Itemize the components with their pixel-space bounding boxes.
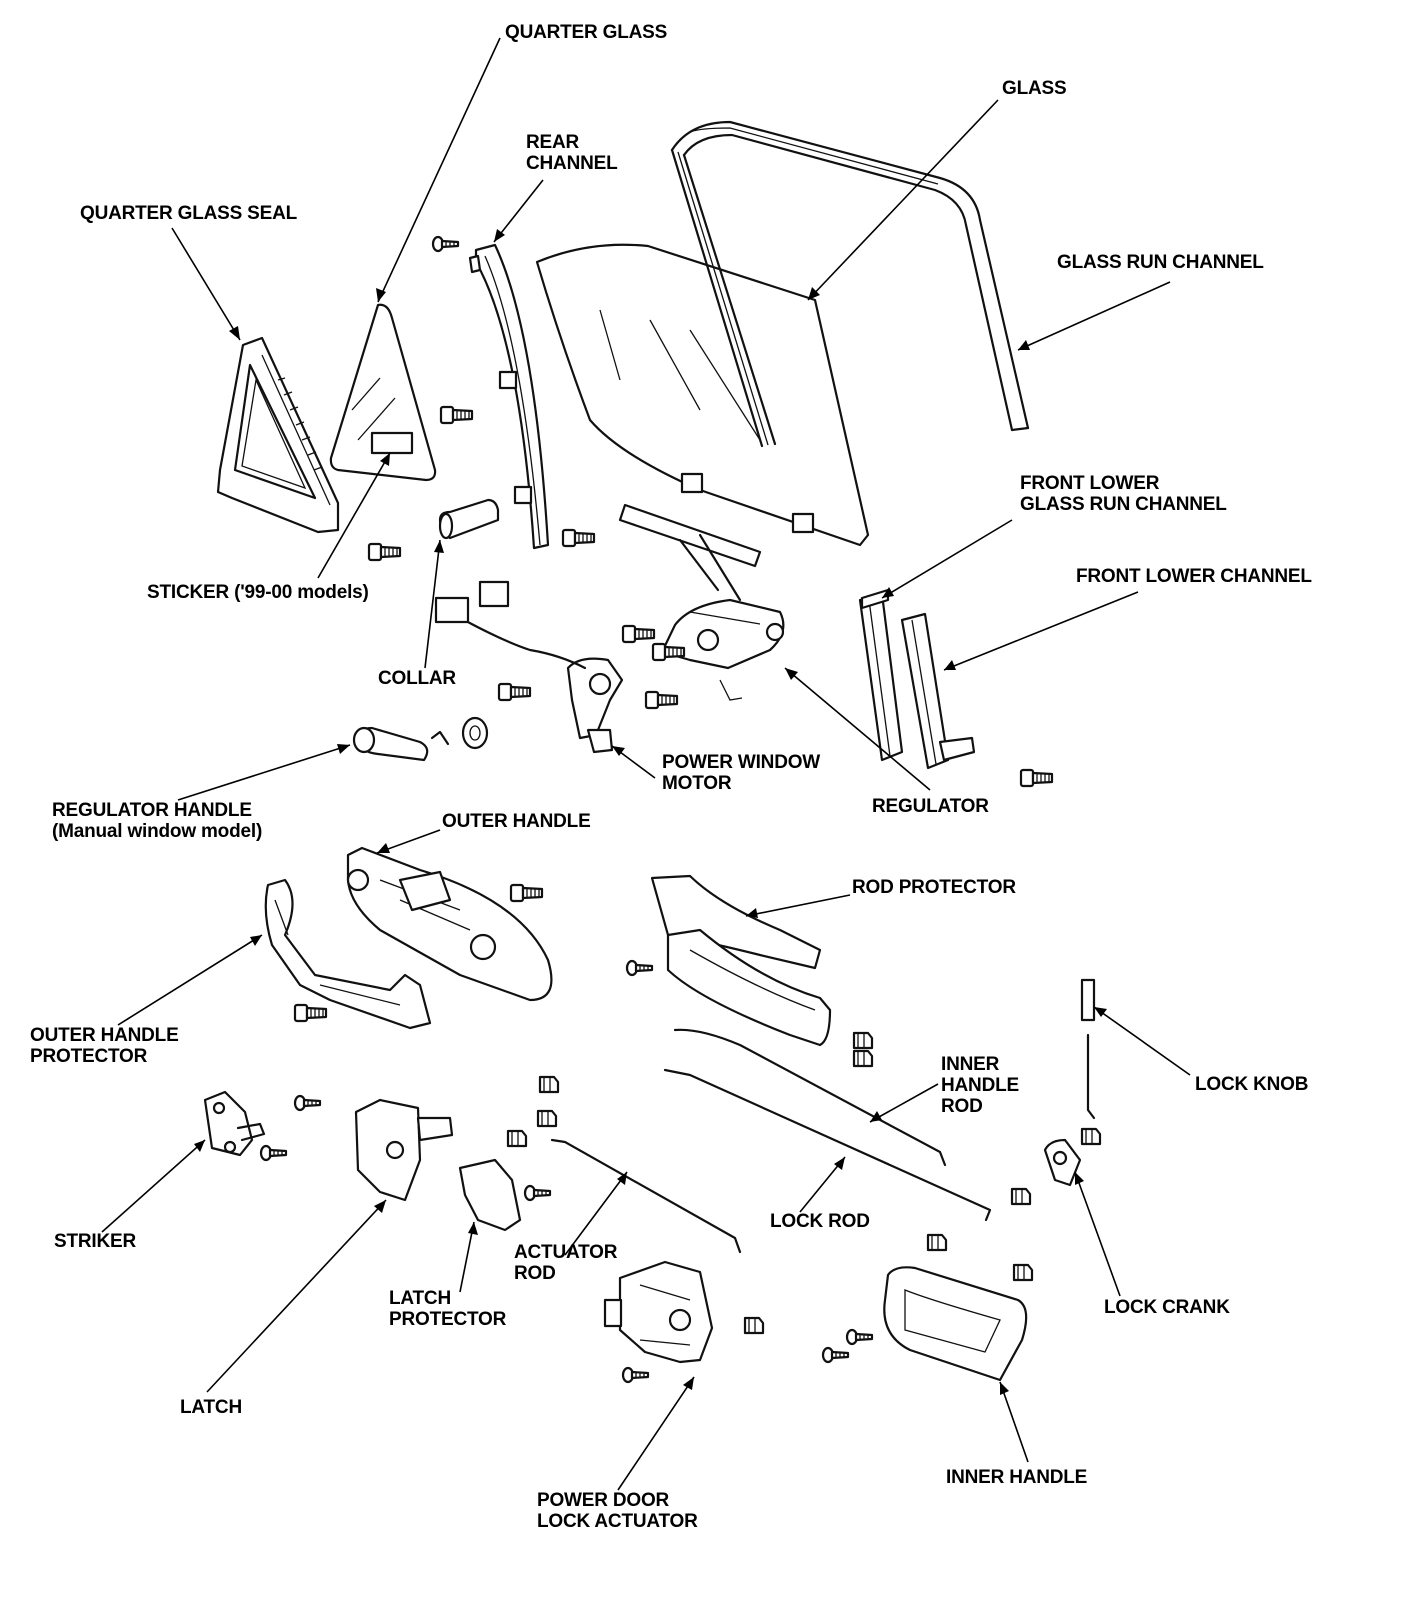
latch-protector [458, 1158, 522, 1232]
label-regulator-handle: REGULATOR HANDLE (Manual window model) [52, 800, 262, 842]
collar [438, 498, 500, 540]
label-lock-rod: LOCK ROD [770, 1211, 870, 1232]
label-ar-line-2: ROD [514, 1263, 556, 1284]
label-pwm-line-2: MOTOR [662, 773, 732, 794]
label-lock-crank: LOCK CRANK [1104, 1297, 1230, 1318]
label-actuator-rod: ACTUATOR ROD [514, 1242, 617, 1284]
label-quarter-glass: QUARTER GLASS [505, 22, 668, 43]
outer-handle-protector [264, 878, 432, 1030]
label-latch-protector: LATCH PROTECTOR [389, 1288, 506, 1330]
label-flgrc-line-2: GLASS RUN CHANNEL [1020, 494, 1227, 515]
front-lower-glass-run-channel [858, 588, 904, 762]
label-ohp-line-2: PROTECTOR [30, 1046, 148, 1067]
power-door-lock-actuator [603, 1260, 714, 1364]
label-ihr-line-1: INNER [941, 1054, 1000, 1075]
label-front-lower-glass-run-channel: FRONT LOWER GLASS RUN CHANNEL [1020, 473, 1227, 515]
lock-knob [1080, 978, 1096, 1120]
inner-handle [883, 1266, 1028, 1382]
label-outer-handle: OUTER HANDLE [442, 811, 591, 832]
label-striker: STRIKER [54, 1231, 136, 1252]
rod-protector [650, 874, 832, 1047]
quarter-glass [329, 303, 437, 482]
label-sticker: STICKER ('99-00 models) [147, 582, 369, 603]
window-regulator [618, 503, 785, 701]
label-ihr-line-3: ROD [941, 1096, 983, 1117]
label-rh-line-2: (Manual window model) [52, 821, 263, 842]
label-power-window-motor: POWER WINDOW MOTOR [662, 752, 820, 794]
front-lower-channel [900, 612, 976, 770]
label-outer-handle-protector: OUTER HANDLE PROTECTOR [30, 1025, 179, 1067]
label-regulator: REGULATOR [872, 796, 989, 817]
label-front-lower-channel: FRONT LOWER CHANNEL [1076, 566, 1312, 587]
leader-lines [101, 37, 1191, 1491]
power-window-motor [434, 580, 624, 754]
label-glass-run-channel: GLASS RUN CHANNEL [1057, 252, 1264, 273]
label-glass: GLASS [1002, 78, 1067, 99]
label-power-door-lock-actuator: POWER DOOR LOCK ACTUATOR [537, 1490, 698, 1532]
label-pwm-line-1: POWER WINDOW [662, 752, 821, 773]
rear-channel [468, 243, 550, 550]
lock-crank [1043, 1138, 1082, 1187]
label-quarter-glass-seal: QUARTER GLASS SEAL [80, 203, 298, 224]
regulator-handle [352, 716, 489, 762]
door-glass [535, 243, 870, 547]
label-rear-channel-line-1: REAR [526, 132, 580, 153]
inner-handle-rod [673, 1028, 947, 1167]
label-flgrc-line-1: FRONT LOWER [1020, 473, 1160, 494]
label-rod-protector: ROD PROTECTOR [852, 877, 1016, 898]
glass-run-channel [670, 120, 1030, 448]
label-ohp-line-1: OUTER HANDLE [30, 1025, 179, 1046]
label-pdla-line-1: POWER DOOR [537, 1490, 670, 1511]
actuator-rod [550, 1138, 742, 1254]
quarter-glass-seal [216, 336, 340, 534]
latch [354, 1098, 454, 1202]
label-pdla-line-2: LOCK ACTUATOR [537, 1511, 698, 1532]
striker [203, 1090, 266, 1157]
label-ihr-line-2: HANDLE [941, 1075, 1019, 1096]
label-lp-line-1: LATCH [389, 1288, 451, 1309]
label-rear-channel-line-2: CHANNEL [526, 153, 618, 174]
label-ar-line-1: ACTUATOR [514, 1242, 618, 1263]
label-inner-handle: INNER HANDLE [946, 1467, 1088, 1488]
sticker [370, 431, 414, 455]
label-latch: LATCH [180, 1397, 242, 1418]
label-rh-line-1: REGULATOR HANDLE [52, 800, 252, 821]
label-inner-handle-rod: INNER HANDLE ROD [941, 1054, 1019, 1117]
label-lp-line-2: PROTECTOR [389, 1309, 507, 1330]
label-lock-knob: LOCK KNOB [1195, 1074, 1309, 1095]
outer-handle [346, 846, 553, 1002]
label-collar: COLLAR [378, 668, 456, 689]
label-rear-channel: REAR CHANNEL [526, 132, 618, 174]
lock-rod [663, 1068, 992, 1222]
